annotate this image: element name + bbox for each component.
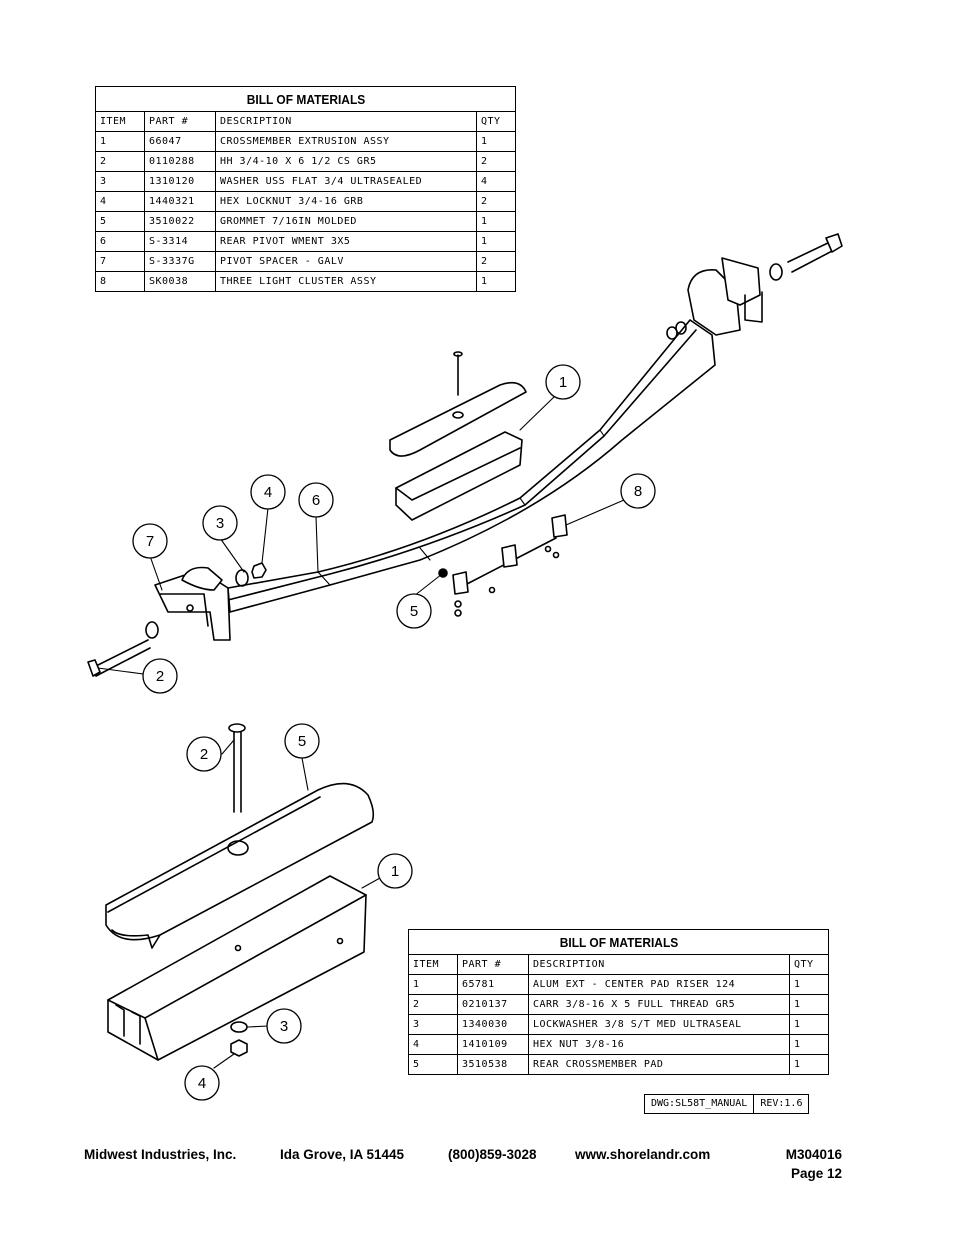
bom-cell-description: REAR CROSSMEMBER PAD [528, 1054, 790, 1075]
bom-cell-qty: 1 [789, 1034, 829, 1055]
bom-header-description: DESCRIPTION [528, 954, 790, 975]
right-pivot-bracket [666, 257, 763, 340]
callout-6: 6 [312, 492, 320, 509]
revision: REV:1.6 [753, 1095, 808, 1113]
footer-page-number: Page 12 [790, 1166, 842, 1181]
bom-cell-part: 3510538 [457, 1054, 529, 1075]
footer-company: Midwest Industries, Inc. [84, 1147, 237, 1162]
bom-cell-item: 1 [408, 974, 458, 995]
callout-5: 5 [410, 603, 418, 620]
bom-cell-item: 4 [408, 1034, 458, 1055]
center-pad [105, 782, 375, 949]
footer-website: www.shorelandr.com [575, 1147, 711, 1162]
crossmember-tube [227, 319, 716, 613]
bom-title: BILL OF MATERIALS [111, 86, 500, 112]
callout-2: 2 [156, 668, 164, 685]
bill-of-materials-top: BILL OF MATERIALS ITEM PART # DESCRIPTIO… [95, 86, 516, 292]
bom-cell-part: 65781 [457, 974, 529, 995]
bom-title: BILL OF MATERIALS [424, 929, 813, 955]
callout-b3: 3 [280, 1018, 288, 1035]
drawing-number: DWG:SL58T_MANUAL [651, 1098, 748, 1109]
flat-washer [235, 569, 249, 587]
top-left-bolt [87, 621, 159, 677]
footer-location: Ida Grove, IA 51445 [280, 1147, 405, 1162]
bom-cell-description: CARR 3/8-16 X 5 FULL THREAD GR5 [528, 994, 790, 1015]
bom-header-qty: QTY [789, 954, 829, 975]
riser-extrusion [107, 875, 367, 1061]
carriage-bolt [228, 723, 246, 813]
top-riser-assembly [389, 351, 527, 521]
bom-cell-item: 3 [408, 1014, 458, 1035]
bom-cell-qty: 1 [789, 1014, 829, 1035]
bom-cell-qty: 1 [789, 1054, 829, 1075]
footer-phone: (800)859-3028 [448, 1147, 537, 1162]
footer-doc-number: M304016 [785, 1147, 842, 1162]
lockwasher [230, 1021, 248, 1033]
bom-cell-part: 0210137 [457, 994, 529, 1015]
callout-b4: 4 [198, 1075, 206, 1092]
bom-cell-description: ALUM EXT - CENTER PAD RISER 124 [528, 974, 790, 995]
callout-3: 3 [216, 515, 224, 532]
bom-cell-qty: 1 [789, 974, 829, 995]
callout-4: 4 [264, 484, 272, 501]
bom-header-item: ITEM [408, 954, 458, 975]
bom-cell-item: 2 [408, 994, 458, 1015]
hex-locknut [251, 562, 267, 579]
bom-cell-part: SK0038 [144, 271, 216, 292]
hex-nut [230, 1039, 248, 1057]
callout-b2: 2 [200, 746, 208, 763]
bom-cell-description: HEX NUT 3/8-16 [528, 1034, 790, 1055]
bom-header-part: PART # [457, 954, 529, 975]
bom-cell-qty: 1 [476, 271, 516, 292]
left-pivot-bracket [154, 566, 231, 641]
top-right-bolt [769, 233, 843, 281]
drawing-number-box: DWG:SL58T_MANUAL REV:1.6 [644, 1094, 810, 1114]
three-light-cluster [452, 514, 568, 617]
callout-7: 7 [146, 533, 154, 550]
callout-8: 8 [634, 483, 642, 500]
callout-b5: 5 [298, 733, 306, 750]
bill-of-materials-bottom: BILL OF MATERIALS ITEM PART # DESCRIPTIO… [408, 929, 829, 1075]
bom-cell-part: 1410109 [457, 1034, 529, 1055]
bom-header-row: ITEM PART # DESCRIPTION QTY [408, 954, 829, 975]
bom-cell-part: 1340030 [457, 1014, 529, 1035]
callout-1: 1 [559, 374, 567, 391]
bom-cell-description: LOCKWASHER 3/8 S/T MED ULTRASEAL [528, 1014, 790, 1035]
bom-cell-qty: 1 [789, 994, 829, 1015]
bom-cell-item: 5 [408, 1054, 458, 1075]
callout-b1: 1 [391, 863, 399, 880]
